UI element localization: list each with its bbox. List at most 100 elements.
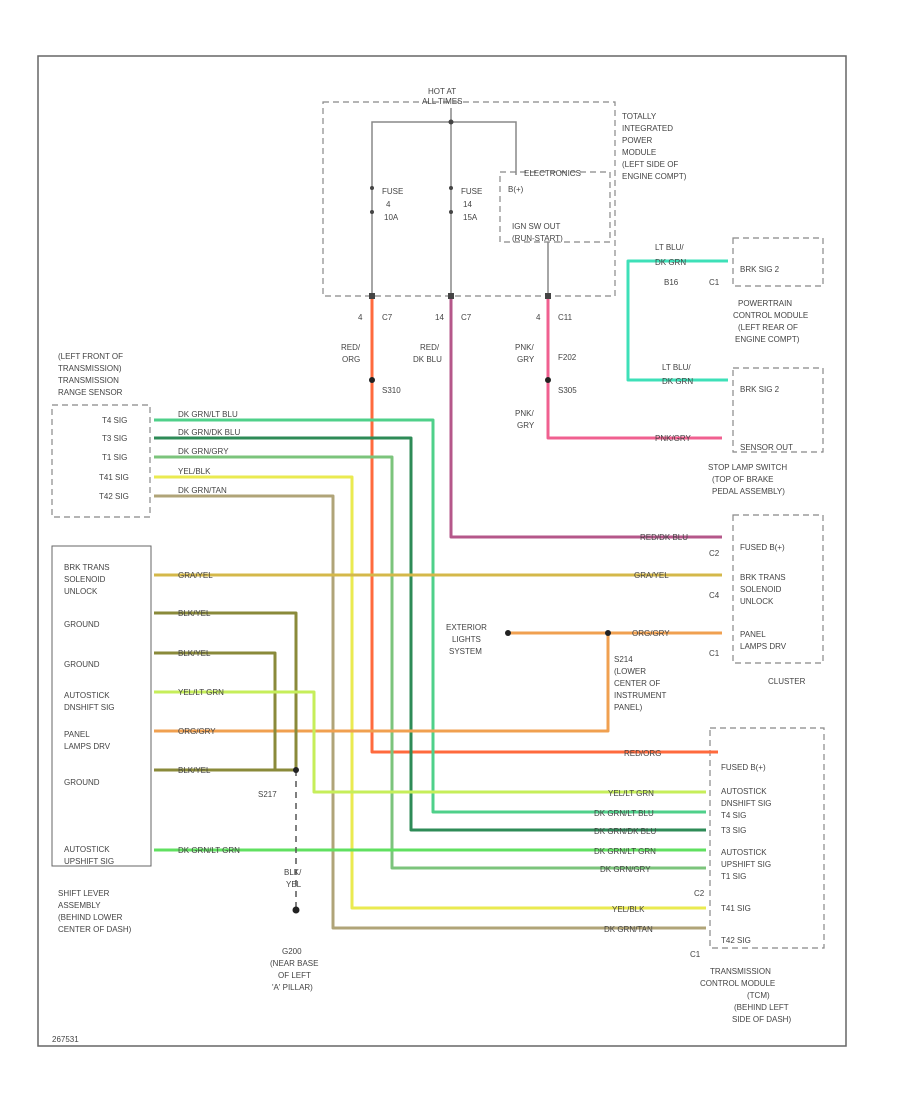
svg-text:T3 SIG: T3 SIG	[721, 826, 746, 835]
trs-wire-labels: DK GRN/LT BLU DK GRN/DK BLU DK GRN/GRY Y…	[178, 410, 240, 495]
svg-text:ENGINE COMPT): ENGINE COMPT)	[735, 335, 800, 344]
pcm-box	[732, 237, 824, 287]
svg-text:T41 SIG: T41 SIG	[721, 904, 751, 913]
diagram-frame	[37, 55, 847, 1047]
svg-text:T4 SIG: T4 SIG	[102, 416, 127, 425]
svg-text:DK BLU: DK BLU	[413, 355, 442, 364]
wire-red-dkblu	[449, 296, 722, 539]
svg-text:GROUND: GROUND	[64, 660, 100, 669]
wire-dkgrn-gry	[154, 455, 706, 870]
svg-text:AUTOSTICK: AUTOSTICK	[64, 845, 110, 854]
svg-text:4: 4	[358, 313, 363, 322]
wire-blk-yel-2	[154, 651, 296, 772]
tcm-c2-label: C2	[694, 889, 705, 898]
svg-text:ORG/GRY: ORG/GRY	[178, 727, 216, 736]
svg-text:INSTRUMENT: INSTRUMENT	[614, 691, 667, 700]
wire-org-gry-shifter	[154, 633, 610, 733]
svg-text:EXTERIOR: EXTERIOR	[446, 623, 487, 632]
svg-text:POWERTRAIN: POWERTRAIN	[738, 299, 792, 308]
svg-text:14: 14	[463, 200, 472, 209]
s217-splice-dot	[293, 767, 299, 773]
tipm-box	[322, 101, 616, 297]
svg-text:POWER: POWER	[622, 136, 652, 145]
svg-text:AUTOSTICK: AUTOSTICK	[721, 848, 767, 857]
shifter-wire-labels: GRA/YEL BLK/YEL BLK/YEL YEL/LT GRN ORG/G…	[178, 571, 240, 855]
g200-wire-label: BLK/ YEL	[284, 868, 302, 889]
svg-text:T1 SIG: T1 SIG	[721, 872, 746, 881]
svg-text:DK GRN/GRY: DK GRN/GRY	[178, 447, 229, 456]
svg-text:AUTOSTICK: AUTOSTICK	[64, 691, 110, 700]
trs-box	[51, 404, 151, 518]
svg-text:GRY: GRY	[517, 421, 535, 430]
s214-splice-dot	[605, 630, 611, 636]
svg-text:BLK/YEL: BLK/YEL	[178, 766, 211, 775]
all-times-label: ALL TIMES	[422, 97, 462, 106]
s310-label: S310	[382, 386, 401, 395]
svg-text:LAMPS DRV: LAMPS DRV	[64, 742, 111, 751]
svg-text:(TCM): (TCM)	[747, 991, 770, 1000]
pcm-b16-label: B16	[664, 278, 679, 287]
wire-label-red-dkblu: RED/ DK BLU	[413, 343, 442, 364]
tcm-wire-labels: RED/ORG YEL/LT GRN DK GRN/LT BLU DK GRN/…	[594, 749, 661, 934]
wire-label-pnk-gry-2: PNK/ GRY	[515, 409, 535, 430]
svg-text:RED/: RED/	[341, 343, 361, 352]
footer-id: 267531	[52, 1035, 79, 1044]
svg-text:YEL/LT GRN: YEL/LT GRN	[178, 688, 224, 697]
svg-text:PANEL: PANEL	[740, 630, 766, 639]
shift-lever-box	[51, 545, 152, 867]
svg-text:SOLENOID: SOLENOID	[740, 585, 782, 594]
svg-text:(LEFT SIDE OF: (LEFT SIDE OF	[622, 160, 678, 169]
svg-text:10A: 10A	[384, 213, 399, 222]
trs-pin-labels: T4 SIG T3 SIG T1 SIG T41 SIG T42 SIG	[99, 416, 129, 501]
svg-text:ENGINE COMPT): ENGINE COMPT)	[622, 172, 687, 181]
wire-label-red-org: RED/ ORG	[341, 343, 361, 364]
svg-text:RED/: RED/	[420, 343, 440, 352]
svg-text:PNK/: PNK/	[515, 343, 534, 352]
svg-text:FUSED B(+): FUSED B(+)	[721, 763, 766, 772]
g200-ground-dot	[292, 906, 300, 914]
cluster-pin-labels: FUSED B(+) BRK TRANS SOLENOID UNLOCK PAN…	[740, 543, 787, 651]
wire-ltblu-dkgrn	[626, 259, 728, 382]
trs-label: (LEFT FRONT OF TRANSMISSION) TRANSMISSIO…	[58, 352, 123, 397]
s217-label: S217	[258, 790, 277, 799]
svg-text:(TOP OF BRAKE: (TOP OF BRAKE	[712, 475, 774, 484]
svg-text:(LEFT REAR OF: (LEFT REAR OF	[738, 323, 798, 332]
wire-dkgrn-ltblu	[154, 418, 706, 814]
svg-text:BRK TRANS: BRK TRANS	[64, 563, 110, 572]
svg-text:MODULE: MODULE	[622, 148, 656, 157]
svg-text:C7: C7	[382, 313, 393, 322]
svg-text:DK GRN/LT GRN: DK GRN/LT GRN	[178, 846, 240, 855]
cluster-wire-gra-yel: GRA/YEL	[634, 571, 669, 580]
ign-sw-out-label: IGN SW OUT	[512, 222, 561, 231]
svg-text:GROUND: GROUND	[64, 778, 100, 787]
svg-text:TOTALLY: TOTALLY	[622, 112, 657, 121]
b-plus-label: B(+)	[508, 185, 524, 194]
pcm-label: POWERTRAIN CONTROL MODULE (LEFT REAR OF …	[733, 299, 808, 344]
svg-text:TRANSMISSION: TRANSMISSION	[58, 376, 119, 385]
svg-text:CENTER OF DASH): CENTER OF DASH)	[58, 925, 132, 934]
svg-text:DK GRN/LT GRN: DK GRN/LT GRN	[594, 847, 656, 856]
f202-label: F202	[558, 353, 577, 362]
ext-lights-dot	[505, 630, 511, 636]
svg-text:SIDE OF DASH): SIDE OF DASH)	[732, 1015, 791, 1024]
svg-text:(LOWER: (LOWER	[614, 667, 646, 676]
tcm-label: TRANSMISSION CONTROL MODULE (TCM) (BEHIN…	[700, 967, 791, 1024]
svg-text:DK GRN/DK BLU: DK GRN/DK BLU	[594, 827, 656, 836]
stop-wire-label-2: DK GRN	[662, 377, 693, 386]
stop-sensor-out-label: SENSOR OUT	[740, 443, 793, 452]
svg-text:PANEL): PANEL)	[614, 703, 643, 712]
cluster-label: CLUSTER	[768, 677, 806, 686]
svg-text:GRA/YEL: GRA/YEL	[178, 571, 213, 580]
g200-label: G200 (NEAR BASE OF LEFT 'A' PILLAR)	[270, 947, 318, 992]
tcm-box	[709, 727, 825, 949]
stop-pnk-gry-label: PNK/GRY	[655, 434, 692, 443]
svg-text:LAMPS DRV: LAMPS DRV	[740, 642, 787, 651]
svg-text:BLK/YEL: BLK/YEL	[178, 649, 211, 658]
fuse-b-label: FUSE 14 15A	[461, 187, 482, 222]
svg-text:DK GRN/TAN: DK GRN/TAN	[178, 486, 227, 495]
stop-brk-sig-label: BRK SIG 2	[740, 385, 780, 394]
stop-lamp-switch-box	[732, 367, 824, 453]
wire-yel-blk	[154, 475, 706, 910]
cluster-wire-red-dkblu: RED/DK BLU	[640, 533, 688, 542]
wire-dkgrn-tan	[154, 494, 706, 930]
